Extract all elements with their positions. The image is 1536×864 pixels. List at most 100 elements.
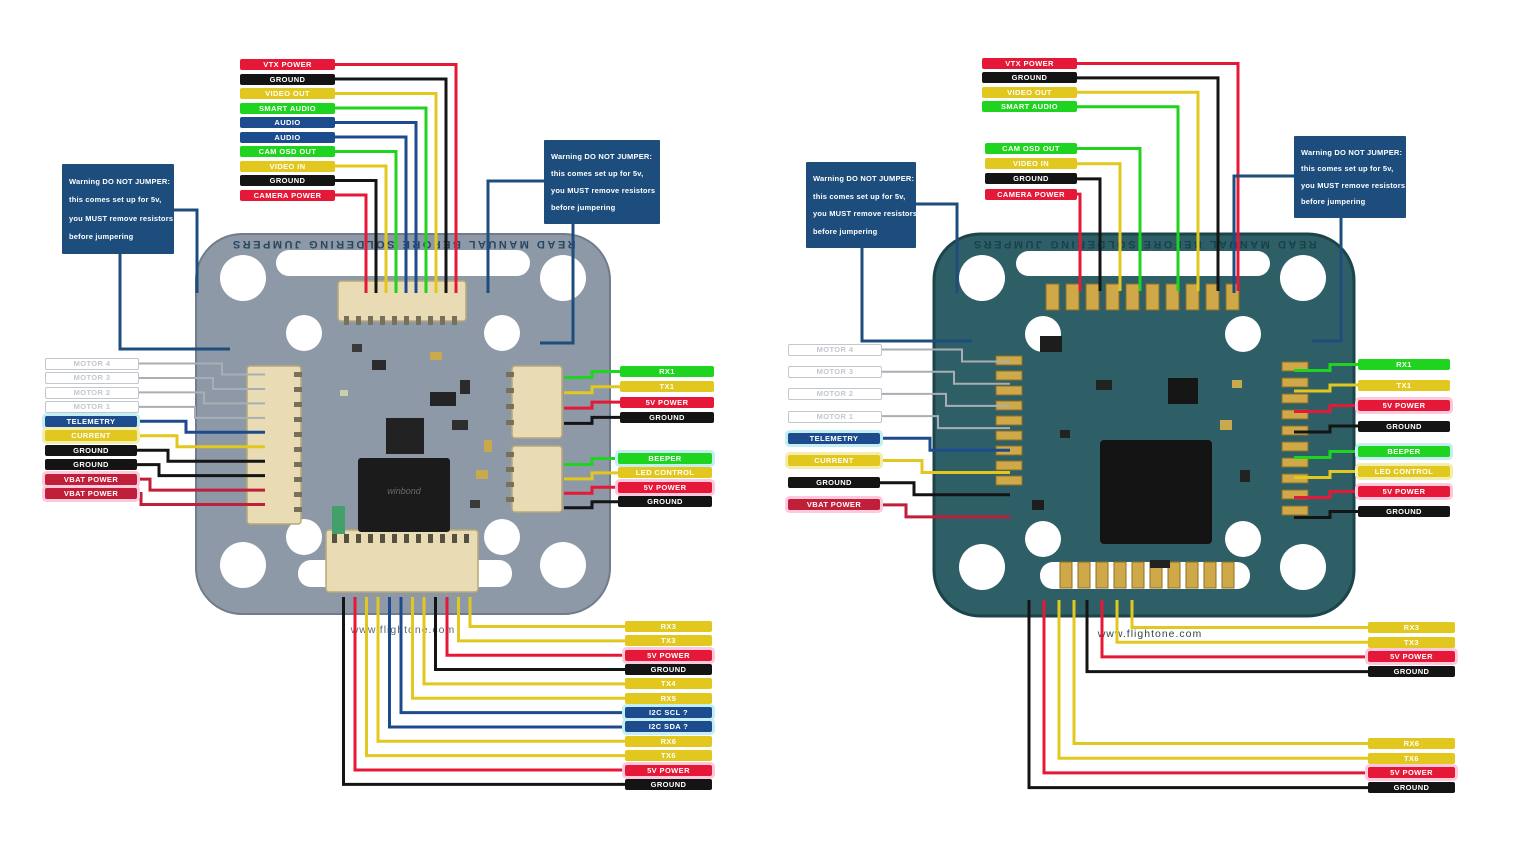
wire-label-smart-audio: SMART AUDIO bbox=[240, 102, 335, 114]
wire-cam-osd-out bbox=[1077, 147, 1142, 291]
warning-line: you MUST remove resistors bbox=[813, 209, 918, 219]
wire-smart-audio bbox=[335, 106, 428, 293]
wire-ground bbox=[564, 415, 620, 425]
wire-label-video-in: VIDEO IN bbox=[240, 160, 335, 172]
wire-label-tx6: TX6 bbox=[625, 750, 712, 762]
wire-label-ground: GROUND bbox=[982, 72, 1077, 84]
mount-hole bbox=[286, 315, 322, 351]
wire-ground bbox=[880, 481, 1010, 497]
wire-ground bbox=[137, 463, 265, 478]
warning-line: you MUST remove resistors bbox=[1301, 180, 1406, 190]
wire-rx6 bbox=[1072, 600, 1368, 745]
wire-label-beeper: BEEPER bbox=[1358, 446, 1450, 457]
wire-ground bbox=[434, 597, 625, 672]
warning-line: before jumpering bbox=[1301, 197, 1366, 207]
wire-label-audio: AUDIO bbox=[240, 131, 335, 143]
wire-5v-power bbox=[564, 400, 620, 410]
wire-label-motor-3: MOTOR 3 bbox=[788, 366, 882, 379]
wire-label-vbat-power: VBAT POWER bbox=[45, 488, 137, 500]
jst-connectors bbox=[246, 280, 563, 593]
wire-led-control bbox=[1294, 470, 1358, 479]
wire-label-ground: GROUND bbox=[1358, 506, 1450, 517]
mount-hole bbox=[1280, 255, 1326, 301]
mount-hole bbox=[540, 542, 586, 588]
wire-label-tx1: TX1 bbox=[1358, 379, 1450, 391]
wire-video-in bbox=[335, 164, 388, 293]
wire-label-ground: GROUND bbox=[240, 73, 335, 85]
wire-label-camera-power: CAMERA POWER bbox=[240, 189, 335, 201]
wire-label-motor-2: MOTOR 2 bbox=[45, 386, 139, 399]
wire-label-ground: GROUND bbox=[625, 664, 712, 676]
wire-label-ground: GROUND bbox=[45, 444, 137, 456]
warning-box-1: Warning DO NOT JUMPER: this comes set up… bbox=[62, 164, 174, 254]
wire-label-5v-power: 5V POWER bbox=[1368, 767, 1455, 779]
wire-label-cam-osd-out: CAM OSD OUT bbox=[985, 143, 1077, 154]
wire-ground bbox=[1294, 510, 1358, 519]
wire-ground bbox=[335, 179, 378, 293]
mount-hole bbox=[1225, 316, 1261, 352]
wire-label-vtx-power: VTX POWER bbox=[982, 58, 1077, 69]
mount-hole bbox=[959, 255, 1005, 301]
wire-tx6 bbox=[1057, 600, 1368, 760]
flash-chip bbox=[358, 458, 450, 532]
mount-hole bbox=[220, 542, 266, 588]
wire-label-rx1: RX1 bbox=[1358, 359, 1450, 370]
warning-box-2: Warning DO NOT JUMPER: this comes set up… bbox=[544, 140, 660, 224]
warning-line: before jumpering bbox=[69, 231, 134, 241]
warning-line: this comes set up for 5v, bbox=[69, 195, 162, 205]
wire-label-ground: GROUND bbox=[45, 459, 137, 471]
logo-mark bbox=[332, 506, 345, 534]
left-board-illustration: READ MANUAL BEFORE SOLDERING JUMPERS win… bbox=[195, 233, 611, 636]
wire-label-vbat-power: VBAT POWER bbox=[788, 499, 880, 511]
right-connector-b bbox=[511, 445, 563, 513]
mcu-chip bbox=[1100, 440, 1212, 544]
wire-label-ground: GROUND bbox=[620, 411, 714, 423]
wire-label-5v-power: 5V POWER bbox=[620, 396, 714, 408]
wire-ground bbox=[564, 500, 618, 510]
wire-motor-3 bbox=[880, 370, 1010, 385]
wire-tx4 bbox=[422, 597, 625, 686]
wire-motor-2 bbox=[137, 391, 265, 405]
wire-camera-power bbox=[335, 193, 368, 293]
wire-label-motor-3: MOTOR 3 bbox=[45, 372, 139, 385]
wire-label-tx4: TX4 bbox=[625, 678, 712, 690]
wire-vtx-power bbox=[335, 63, 458, 293]
wire-video-in bbox=[1077, 162, 1122, 291]
wire-label-motor-4: MOTOR 4 bbox=[45, 358, 139, 370]
wire-camera-power bbox=[1077, 192, 1082, 291]
wire-vtx-power bbox=[1077, 62, 1240, 291]
wire-telemetry bbox=[137, 419, 265, 434]
wire-label-ground: GROUND bbox=[1358, 420, 1450, 432]
wire-5v-power bbox=[1100, 600, 1368, 659]
warning-line: Warning DO NOT JUMPER: bbox=[551, 152, 653, 161]
wire-ground bbox=[137, 448, 265, 463]
wire-beeper bbox=[564, 457, 618, 466]
wire-ground bbox=[342, 597, 625, 786]
mount-hole bbox=[484, 315, 520, 351]
silkscreen-text-right-board: READ MANUAL BEFORE SOLDERING JUMPERS bbox=[971, 238, 1316, 250]
mount-hole bbox=[1280, 544, 1326, 590]
wire-label-5v-power: 5V POWER bbox=[1368, 651, 1455, 663]
wire-label-i2c-scl: I2C SCL ? bbox=[625, 707, 712, 719]
wire-rx3 bbox=[468, 597, 625, 628]
mount-hole bbox=[959, 544, 1005, 590]
wire-label-rx5: RX5 bbox=[625, 692, 712, 704]
wire-label-ground: GROUND bbox=[788, 477, 880, 489]
left-connector bbox=[246, 365, 302, 525]
flash-chip-label: winbond bbox=[387, 486, 422, 496]
wire-label-rx6: RX6 bbox=[625, 735, 712, 747]
wire-ground bbox=[1027, 600, 1368, 790]
warning-box-4: Warning DO NOT JUMPER: this comes set up… bbox=[1294, 136, 1406, 218]
watermark-right-board: www.flightone.com bbox=[1097, 628, 1203, 640]
wire-label-motor-1: MOTOR 1 bbox=[45, 401, 139, 414]
wire-vbat-power bbox=[880, 503, 1010, 519]
wire-label-current: CURRENT bbox=[788, 455, 880, 466]
wire-label-led-control: LED CONTROL bbox=[1358, 466, 1450, 477]
wire-label-5v-power: 5V POWER bbox=[1358, 400, 1450, 411]
wire-5v-power bbox=[1294, 490, 1358, 499]
wire-5v-power bbox=[1042, 600, 1368, 775]
wire-5v-power bbox=[564, 485, 618, 495]
silkscreen-text-left-board: READ MANUAL BEFORE SOLDERING JUMPERS bbox=[230, 238, 575, 250]
wire-label-smart-audio: SMART AUDIO bbox=[982, 101, 1077, 113]
